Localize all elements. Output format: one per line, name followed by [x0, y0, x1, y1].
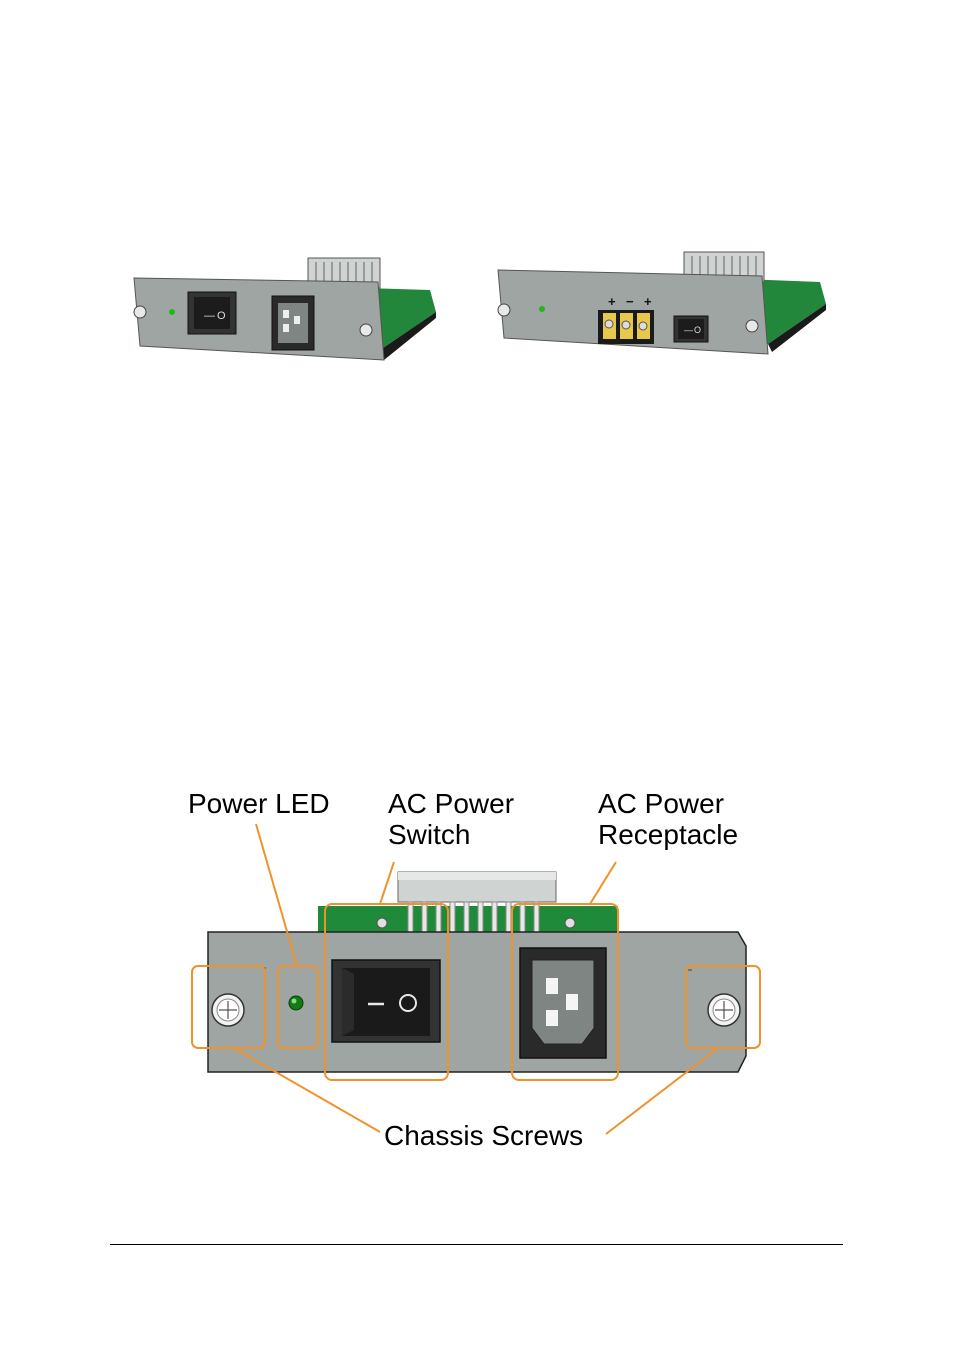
ac-power-switch [331, 959, 441, 1043]
dc-power-module: + − + — O [497, 251, 826, 355]
ac-power-module: — O [133, 257, 436, 361]
callout-box-ac-power-receptacle [511, 903, 619, 1081]
dc-terminal-block: + − + [598, 294, 654, 344]
leader-ac-power-receptacle [589, 861, 617, 905]
power-led [288, 995, 304, 1011]
leader-chassis-screw-left [233, 1047, 381, 1133]
switch-symbol-on: — [684, 325, 693, 335]
leader-lines [233, 823, 719, 1135]
dc-power-switch: — O [673, 315, 709, 343]
terminal-polarity-1: + [608, 294, 616, 309]
switch-symbol-on: — [204, 310, 215, 322]
leader-power-led [255, 823, 298, 967]
power-led [539, 306, 545, 312]
chassis-screw-left [133, 305, 147, 319]
front-panel [133, 277, 385, 361]
labeled-front-view: Power LED AC Power Switch AC Power Recep… [188, 788, 761, 1151]
footer-rule [110, 1244, 843, 1245]
label-chassis-screws: Chassis Screws [384, 1120, 583, 1151]
chassis-screw-right [745, 319, 759, 333]
edge-connector [376, 871, 576, 935]
chassis-screw-right [359, 323, 373, 337]
ac-power-receptacle [271, 295, 315, 351]
switch-symbol-off: O [694, 325, 701, 335]
terminal-polarity-2: − [626, 294, 634, 309]
callout-box-chassis-screw-right [685, 965, 761, 1049]
label-ac-power-switch-line1: AC Power [388, 788, 514, 819]
label-ac-power-receptacle-line1: AC Power [598, 788, 724, 819]
callout-box-ac-power-switch [324, 903, 449, 1081]
callout-box-power-led [277, 965, 319, 1049]
leader-chassis-screw-right [605, 1047, 719, 1135]
switch-symbol-off: O [217, 310, 226, 322]
chassis-screw-right [707, 993, 741, 1027]
callout-boxes [191, 903, 761, 1081]
power-led [169, 309, 175, 315]
label-ac-power-receptacle-line2: Receptacle [598, 819, 738, 850]
switch-off-mark [399, 994, 417, 1012]
leader-ac-power-switch [379, 861, 395, 905]
top-figures: — O + [133, 251, 826, 361]
ac-power-receptacle [519, 947, 607, 1059]
ac-power-switch: — O [187, 291, 237, 335]
label-power-led: Power LED [188, 788, 330, 819]
callout-box-chassis-screw-left [191, 965, 266, 1049]
chassis-screw-left [211, 993, 245, 1027]
label-ac-power-switch-line2: Switch [388, 819, 470, 850]
terminal-polarity-3: + [644, 294, 652, 309]
chassis-screw-left [497, 303, 511, 317]
